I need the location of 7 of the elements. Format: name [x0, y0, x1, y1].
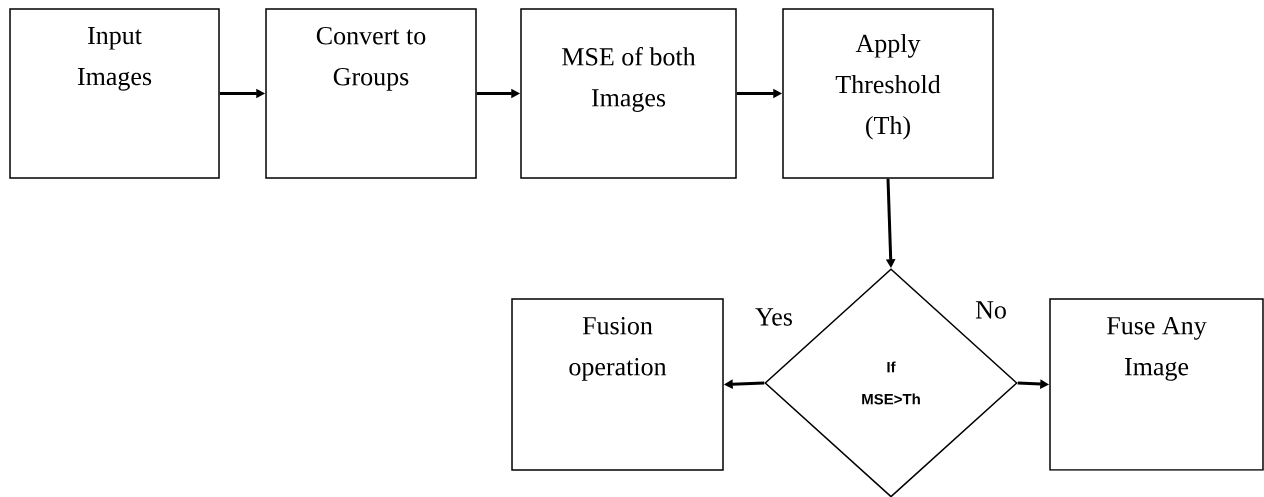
process-box: MSE of both Images	[520, 8, 737, 179]
process-box: Fusion operation	[511, 298, 724, 471]
process-box: Fuse Any Image	[1049, 298, 1264, 471]
process-box: Apply Threshold (Th)	[782, 8, 994, 179]
process-box: Convert to Groups	[265, 8, 477, 179]
edge-label: No	[974, 300, 1008, 320]
process-box: Input Images	[9, 8, 220, 179]
